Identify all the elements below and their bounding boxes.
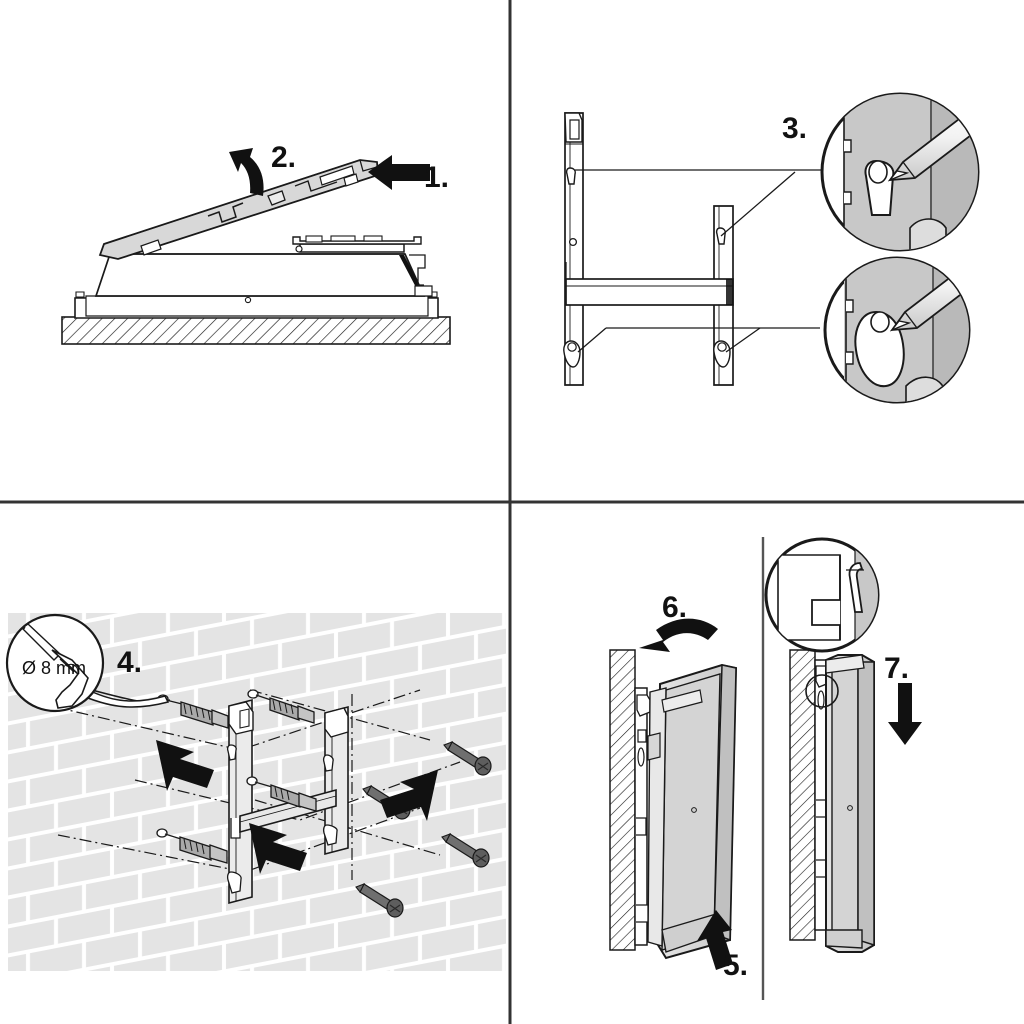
appliance-body: [94, 235, 433, 297]
panel-top-right: 3.: [563, 92, 980, 404]
step-1-label: 1.: [424, 161, 449, 194]
subscene-tilt: 6. 5.: [609, 591, 748, 982]
drill-diameter-label: Ø 8 mm: [22, 658, 86, 678]
step-6-label: 6.: [662, 591, 687, 624]
wall-anchor: [246, 776, 317, 812]
arrow-step-6: [639, 618, 718, 652]
wall-anchor: [247, 689, 315, 724]
step-3-label: 3.: [782, 112, 807, 145]
detail-focus-ring: [805, 674, 839, 708]
screw: [443, 740, 492, 776]
appliance-tilted: [647, 663, 738, 960]
appliance-seated: [825, 654, 875, 953]
detail-circle-upper: [820, 92, 980, 252]
arrow-step-7: [888, 683, 922, 745]
panel-bottom-left: Ø 8 mm 4.: [5, 613, 506, 971]
subscene-seat: 7.: [764, 537, 922, 953]
assembly-arrow-upper-left: [156, 740, 214, 791]
step-7-label: 7.: [884, 652, 909, 685]
cover-strip: [98, 159, 379, 260]
wall-anchor: [156, 828, 228, 864]
screw: [355, 882, 404, 918]
floor-surface: [61, 316, 451, 345]
drill-icon: [20, 623, 89, 709]
screws: [355, 740, 492, 918]
wall-rail: [634, 687, 651, 946]
wall-section: [789, 649, 816, 941]
leader-lines: [575, 169, 822, 353]
drill-callout: Ø 8 mm: [5, 613, 171, 713]
arrow-step-1: [368, 155, 430, 190]
detail-circle-hook: [764, 537, 880, 653]
bracket-rail-front: [226, 698, 254, 905]
step-4-label: 4.: [117, 646, 142, 679]
step-5-label: 5.: [723, 949, 748, 982]
arrow-step-2: [229, 148, 264, 196]
assembly-arrow-right: [380, 770, 438, 821]
panel-bottom-right: 6. 5.: [609, 537, 922, 1000]
assembly-arrow-center: [249, 823, 307, 874]
bracket-crossbar: [565, 278, 734, 306]
mounting-rail-left: [563, 112, 584, 386]
wall-section: [609, 649, 636, 951]
screw: [441, 832, 490, 868]
bracket-rail-back: [322, 705, 349, 856]
step-2-label: 2.: [271, 141, 296, 174]
panel-top-left: 1. 2.: [61, 141, 451, 345]
arrow-step-5: [697, 910, 733, 970]
assembly-arrows: [156, 740, 438, 874]
